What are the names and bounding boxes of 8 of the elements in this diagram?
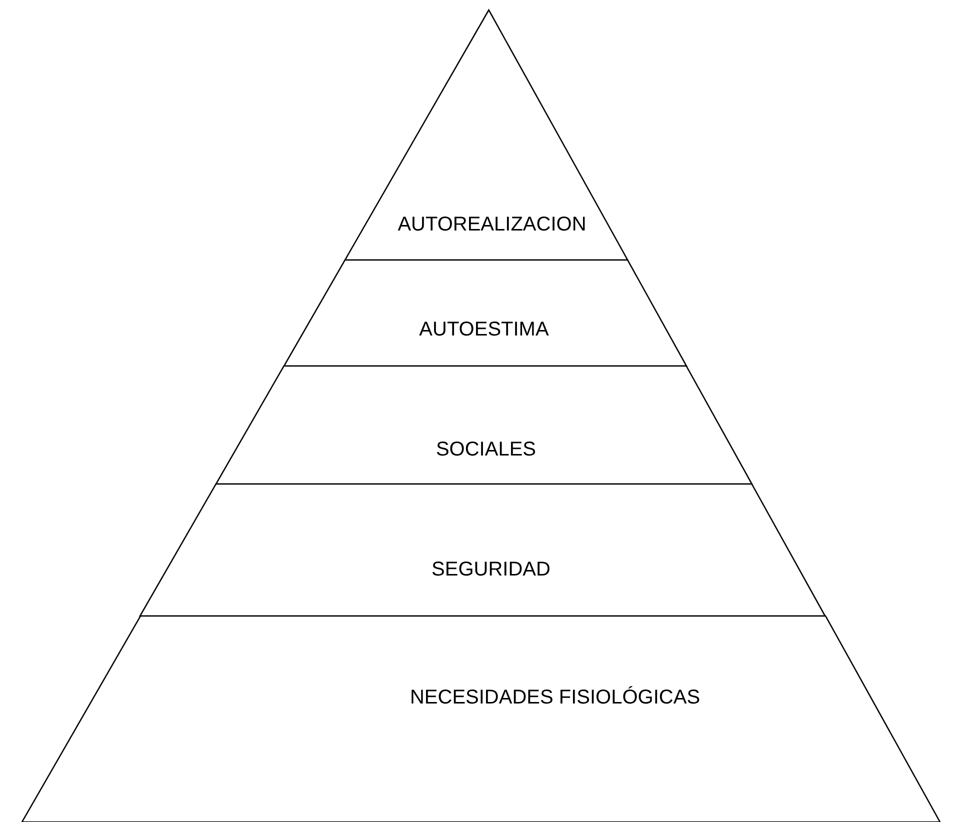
pyramid-level bbox=[345, 10, 628, 260]
level-label: SOCIALES bbox=[436, 438, 536, 462]
level-label: AUTOESTIMA bbox=[419, 318, 549, 342]
pyramid-level bbox=[216, 366, 752, 484]
level-label: AUTOREALIZACION bbox=[398, 214, 586, 236]
level-label: SEGURIDAD bbox=[432, 558, 550, 582]
level-label: NECESIDADES FISIOLÓGICAS bbox=[410, 686, 700, 710]
pyramid-level bbox=[284, 260, 687, 366]
